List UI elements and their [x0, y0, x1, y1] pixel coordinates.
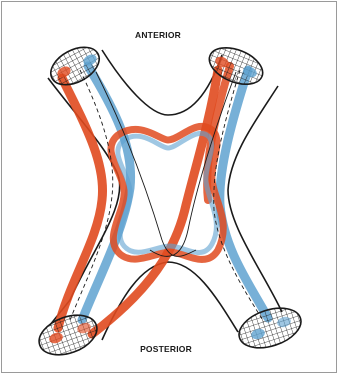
anterior-label: ANTERIOR	[135, 30, 181, 40]
body-outline	[48, 50, 282, 340]
posterior-label: POSTERIOR	[140, 344, 192, 354]
crosshatched-disc-icon-bottom-left	[34, 308, 103, 362]
crosshatched-disc-icon-bottom-right	[234, 301, 306, 355]
blue-tube-right	[220, 70, 268, 318]
